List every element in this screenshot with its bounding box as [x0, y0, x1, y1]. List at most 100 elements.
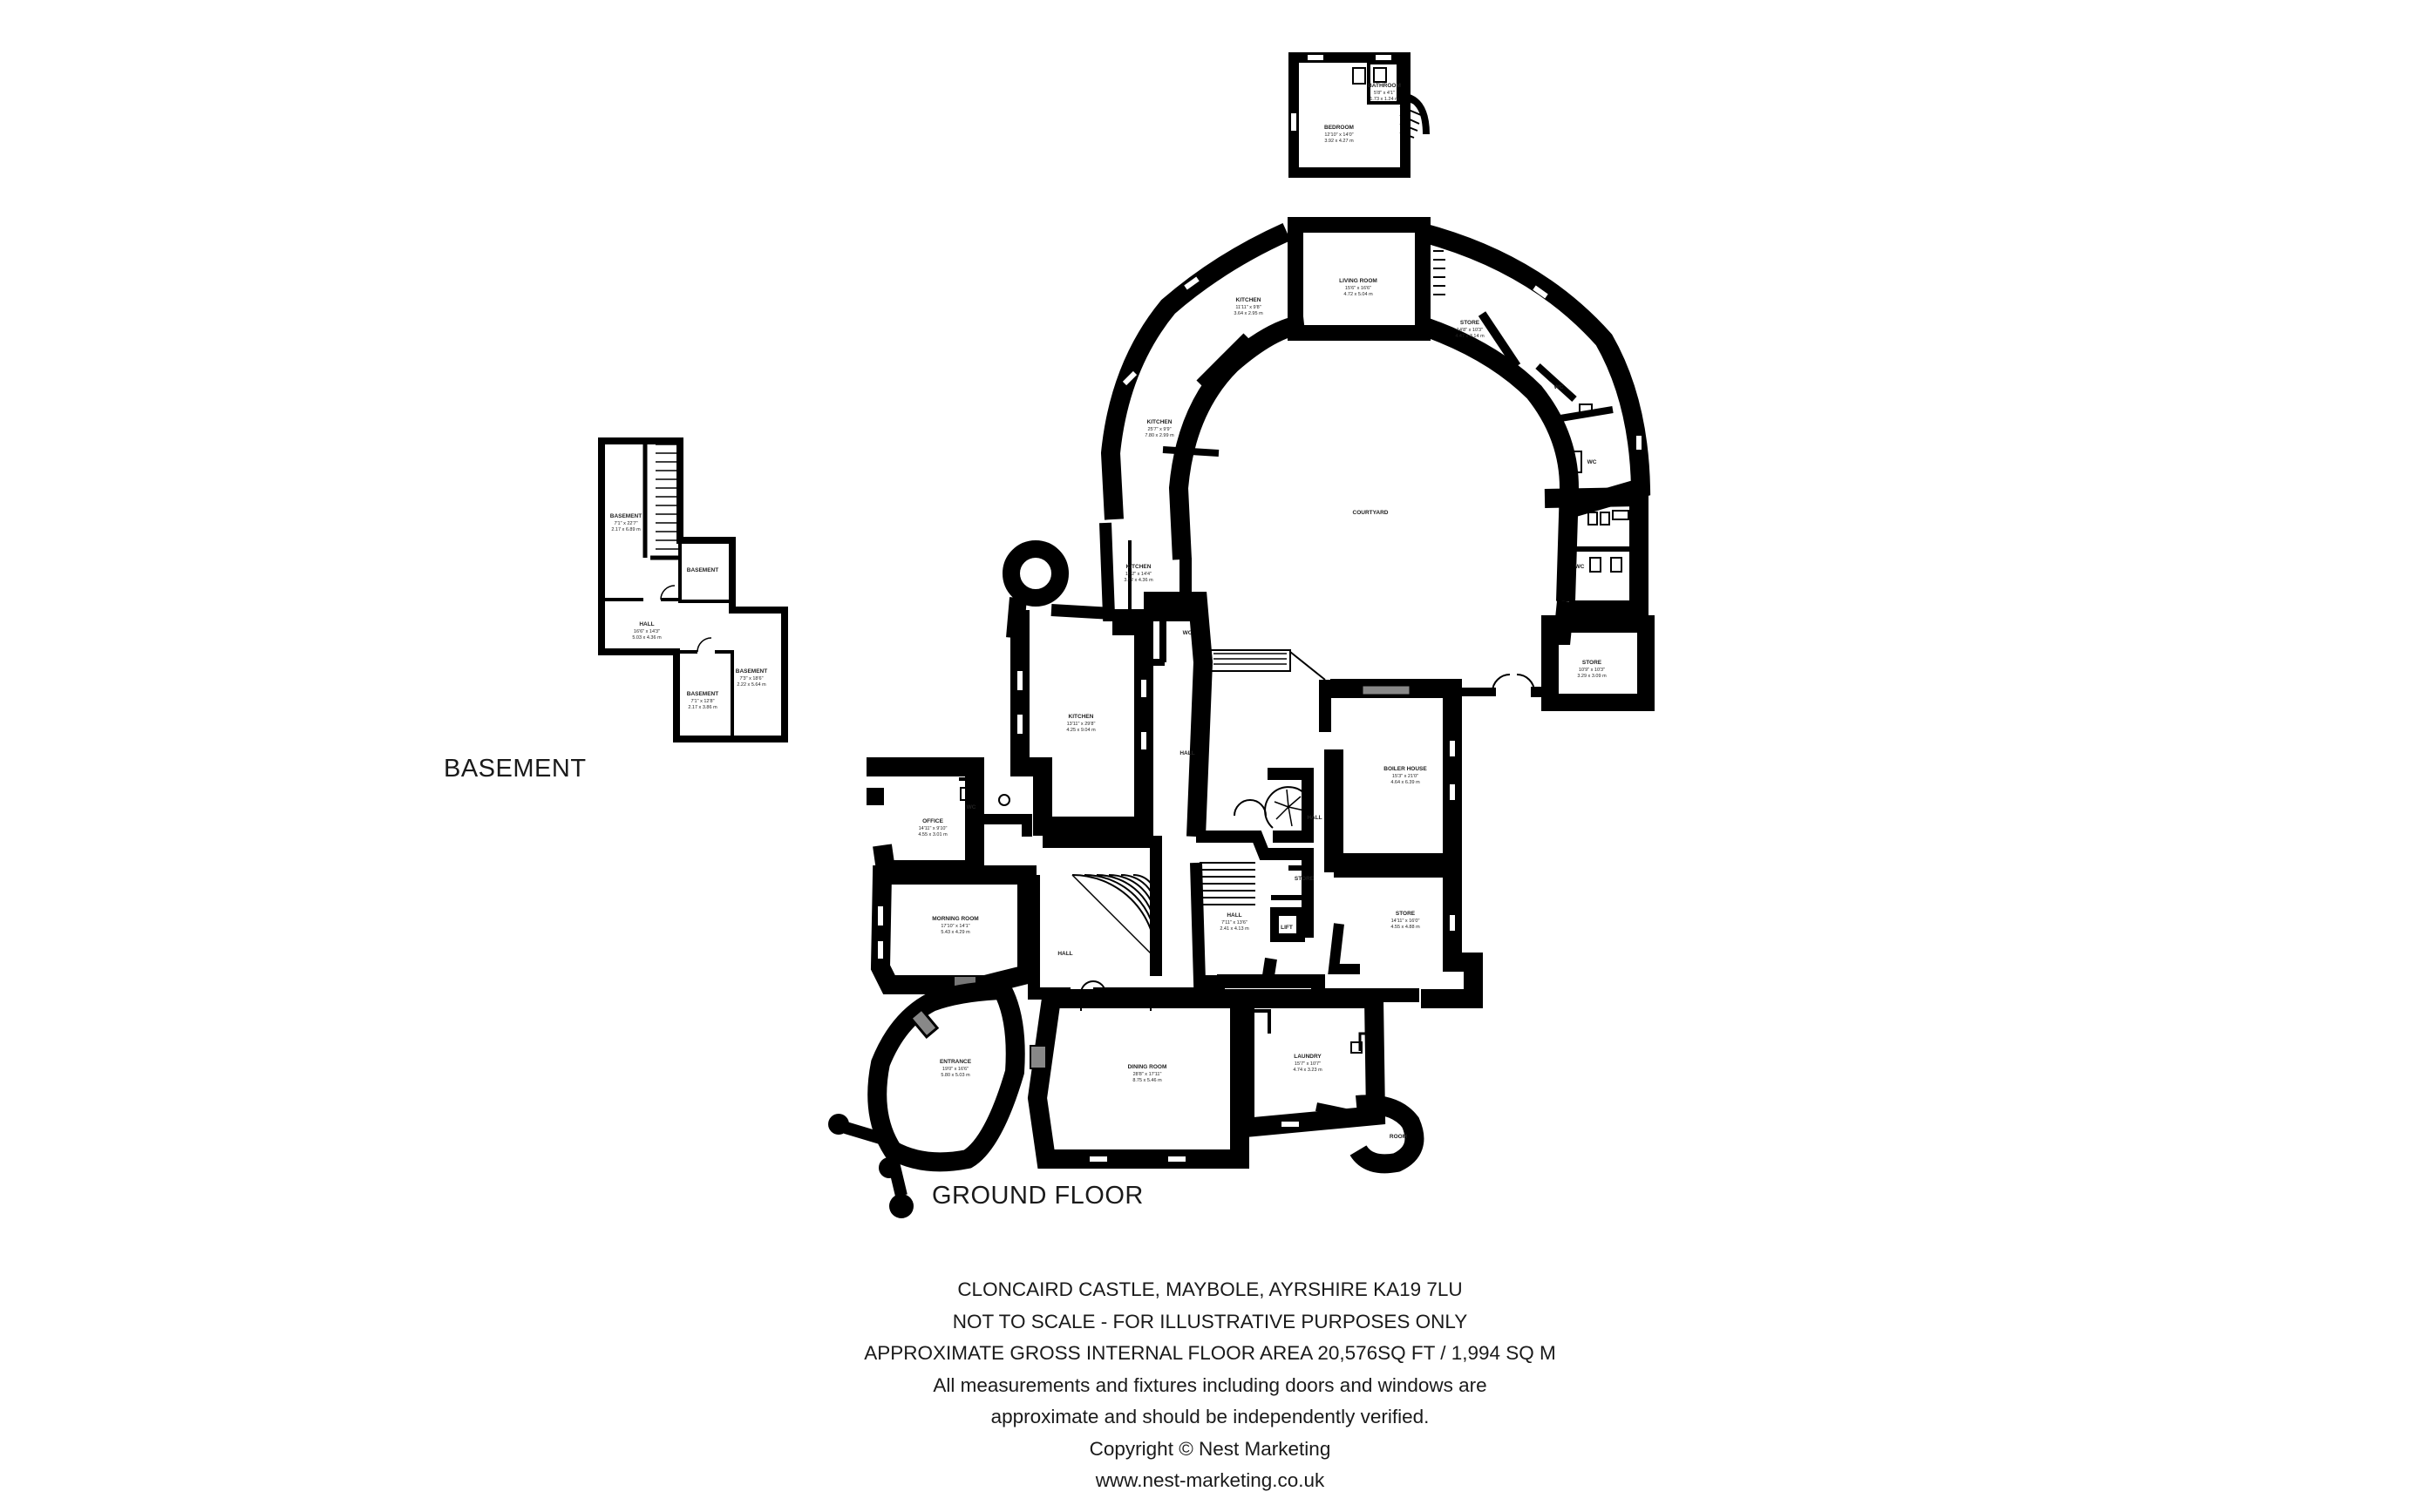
room-dimension: 4.47 x 3.14 m	[1455, 334, 1485, 339]
room-dimension: 15'6" x 16'6"	[1345, 286, 1371, 291]
room-store-3: STORE	[1295, 876, 1315, 882]
ground-floor-title: GROUND FLOOR	[932, 1182, 1144, 1210]
room-name: WC	[967, 804, 976, 810]
room-name: LIVING ROOM	[1339, 278, 1377, 284]
room-dimension: 5'8" x 4'1"	[1374, 91, 1395, 96]
footer-disclaimer-2: approximate and should be independently …	[990, 1406, 1430, 1427]
basement-title: BASEMENT	[444, 755, 587, 783]
room-dimension: 14'11" x 16'0"	[1391, 919, 1420, 924]
room-dimension: 5.03 x 4.36 m	[632, 635, 662, 641]
room-dimension: 7'1" x 12'8"	[690, 699, 714, 704]
room-kitchen-4: KITCHEN 13'11" x 29'8"4.25 x 9.04 m	[1066, 714, 1096, 733]
room-name: KITCHEN	[1069, 714, 1094, 720]
room-wc-3: WC	[1575, 564, 1585, 570]
room-name: WC	[1575, 564, 1585, 570]
window-marks	[864, 55, 1642, 1162]
room-dimension: 28'8" x 17'11"	[1133, 1072, 1162, 1077]
footer-scale-note: NOT TO SCALE - FOR ILLUSTRATIVE PURPOSES…	[952, 1310, 1468, 1332]
room-name: BASEMENT	[736, 668, 768, 675]
room-name: LAUNDRY	[1294, 1054, 1322, 1060]
room-hall-2: HALL	[1307, 815, 1322, 821]
room-basement-1: BASEMENT 7'1" x 22'7"2.17 x 6.89 m	[610, 513, 642, 532]
room-name: WC	[1183, 630, 1193, 636]
room-hall-4: HALL	[1057, 951, 1072, 957]
room-dimension: 4.64 x 6.39 m	[1390, 780, 1420, 785]
room-dimension: 3.64 x 2.95 m	[1234, 311, 1263, 316]
room-name: OFFICE	[922, 818, 943, 824]
room-name: HALL	[1179, 750, 1194, 756]
room-basement-2: BASEMENT	[687, 567, 719, 573]
room-name: STORE	[1295, 876, 1315, 882]
room-basement-4: BASEMENT 7'1" x 12'8"2.17 x 3.86 m	[687, 691, 719, 710]
room-name: HALL	[639, 621, 654, 627]
room-dimension: 2.17 x 3.86 m	[688, 705, 717, 710]
room-dimension: 11'11" x 9'8"	[1235, 305, 1261, 310]
room-name: ROOM	[1390, 1134, 1407, 1140]
room-name: BASEMENT	[687, 567, 719, 573]
room-dimension: 10'2" x 14'4"	[1125, 572, 1152, 577]
room-name: HALL	[1307, 815, 1322, 821]
room-dimension: 25'7" x 9'9"	[1147, 427, 1171, 432]
room-dimension: 2.17 x 6.89 m	[611, 527, 641, 532]
room-dimension: 4.55 x 3.01 m	[918, 832, 948, 837]
room-name: COURTYARD	[1353, 510, 1389, 516]
room-lift: LIFT	[1281, 925, 1293, 931]
room-dimension: 14'11" x 9'10"	[919, 826, 948, 831]
room-name: STORE	[1396, 911, 1416, 917]
footer-disclaimer-1: All measurements and fixtures including …	[933, 1373, 1487, 1396]
room-wc-2: WC	[1587, 459, 1597, 465]
room-wc-4: WC	[1183, 630, 1193, 636]
room-dimension: 2.22 x 5.64 m	[737, 682, 766, 688]
room-dimension: 4.72 x 5.04 m	[1343, 292, 1373, 297]
room-dimension: 13'11" x 29'8"	[1067, 722, 1096, 727]
room-dimension: 1.73 x 1.24 m	[1370, 97, 1399, 102]
room-dimension: 3.29 x 3.09 m	[1577, 674, 1607, 679]
room-office: OFFICE 14'11" x 9'10"4.55 x 3.01 m	[918, 818, 948, 837]
room-name: DINING ROOM	[1128, 1064, 1167, 1070]
room-courtyard: COURTYARD	[1353, 510, 1389, 516]
footer-website[interactable]: www.nest-marketing.co.uk	[1095, 1469, 1325, 1491]
room-name: BATHROOM	[1368, 83, 1401, 89]
room-dimension: 10'9" x 10'3"	[1579, 668, 1605, 673]
room-dining-room: DINING ROOM 28'8" x 17'11"8.75 x 5.46 m	[1128, 1064, 1167, 1083]
room-name: WC	[1587, 459, 1597, 465]
room-dimension: 7'1" x 22'7"	[614, 521, 637, 526]
room-name: STORE	[1460, 320, 1480, 326]
room-dimension: 14'8" x 10'3"	[1457, 328, 1483, 333]
room-dimension: 15'3" x 21'0"	[1392, 774, 1418, 779]
room-dimension: 4.74 x 3.23 m	[1293, 1068, 1322, 1073]
room-name: BEDROOM	[1324, 125, 1354, 131]
room-room: ROOM	[1390, 1134, 1407, 1140]
room-dimension: 5.80 x 5.03 m	[941, 1073, 970, 1078]
room-name: BASEMENT	[687, 691, 719, 697]
room-name: BASEMENT	[610, 513, 642, 519]
room-name: KITCHEN	[1236, 297, 1261, 303]
main-block-walls	[828, 55, 1642, 1218]
room-wc-1: WC	[1554, 384, 1564, 390]
room-dimension: 8.75 x 5.46 m	[1132, 1078, 1162, 1083]
room-name: KITCHEN	[1147, 419, 1173, 425]
room-dimension: 7.80 x 2.99 m	[1145, 433, 1174, 438]
room-dimension: 7'3" x 18'6"	[739, 676, 763, 681]
room-name: HALL	[1057, 951, 1072, 957]
room-name: LIFT	[1281, 925, 1293, 931]
room-living-room: LIVING ROOM 15'6" x 16'6"4.72 x 5.04 m	[1339, 278, 1377, 297]
room-hall-1: HALL	[1179, 750, 1194, 756]
annex-walls	[1288, 52, 1430, 178]
basement-walls	[598, 437, 788, 742]
room-dimension: 3.12 x 4.36 m	[1124, 578, 1153, 583]
room-name: WC	[1554, 384, 1564, 390]
room-dimension: 7'11" x 13'6"	[1221, 920, 1247, 926]
room-dimension: 4.25 x 9.04 m	[1066, 728, 1096, 733]
footer-address: CLONCAIRD CASTLE, MAYBOLE, AYRSHIRE KA19…	[957, 1278, 1463, 1300]
room-dimension: 15'7" x 10'7"	[1295, 1061, 1321, 1067]
